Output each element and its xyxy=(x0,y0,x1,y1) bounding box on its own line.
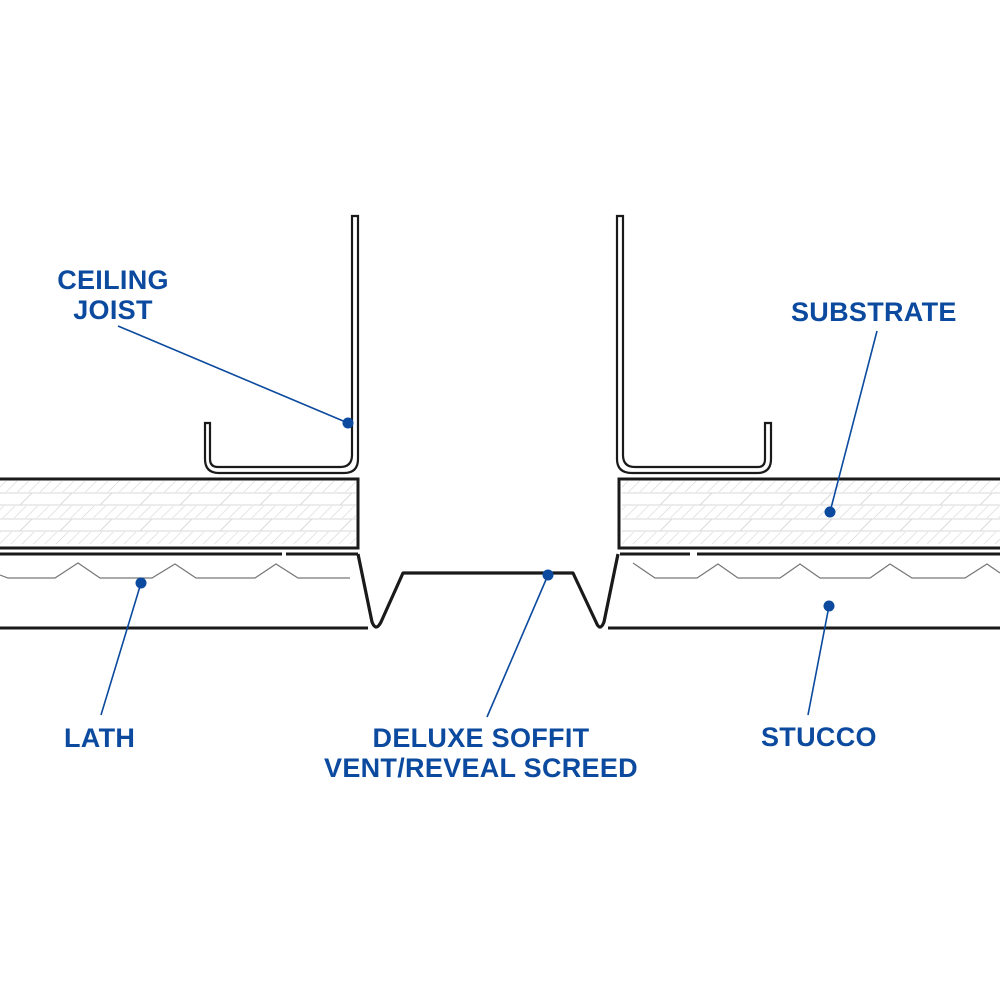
label-screed-line1: DELUXE SOFFIT xyxy=(372,723,590,753)
lath-right xyxy=(632,562,1000,579)
label-stucco: STUCCO xyxy=(761,722,877,752)
label-ceiling-joist: CEILING JOIST xyxy=(52,265,174,325)
label-screed-line2: VENT/REVEAL SCREED xyxy=(324,753,638,783)
lath-left xyxy=(0,562,350,579)
leader-screed xyxy=(486,574,549,718)
marker-lath xyxy=(135,577,147,589)
substrate-left xyxy=(0,477,360,550)
leader-stucco xyxy=(807,605,830,716)
substrate-right xyxy=(617,477,1000,550)
stucco-right xyxy=(608,552,1000,630)
marker-substrate xyxy=(824,506,836,518)
leader-substrate xyxy=(829,330,878,513)
reveal-screed xyxy=(356,553,620,629)
marker-ceiling-joist xyxy=(342,417,354,429)
label-screed: DELUXE SOFFIT VENT/REVEAL SCREED xyxy=(300,723,662,783)
ceiling-joist-right xyxy=(615,214,773,475)
label-ceiling-joist-line1: CEILING xyxy=(57,265,169,295)
stucco-left xyxy=(0,552,368,630)
marker-stucco xyxy=(823,600,835,612)
ceiling-joist-left xyxy=(203,214,360,475)
label-substrate: SUBSTRATE xyxy=(791,297,957,327)
label-ceiling-joist-line2: JOIST xyxy=(73,295,153,325)
leader-lath xyxy=(100,582,142,716)
marker-screed xyxy=(542,569,554,581)
label-lath: LATH xyxy=(64,723,136,753)
leader-ceiling-joist xyxy=(117,325,349,424)
